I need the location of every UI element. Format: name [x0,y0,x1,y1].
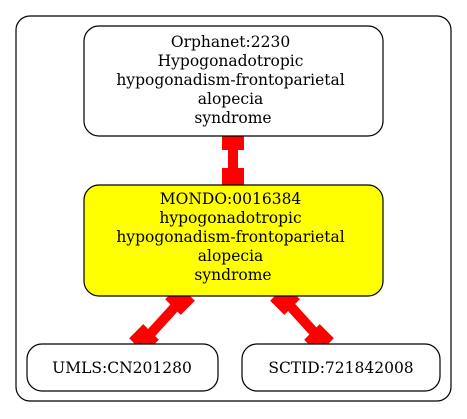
svg-text:UMLS:CN201280: UMLS:CN201280 [52,359,192,377]
node-orphanet[interactable]: Orphanet:2230 Hypogonadotropic hypogonad… [83,25,384,137]
node-mondo-label-line-3: alopecia [198,247,264,265]
node-mondo[interactable]: MONDO:0016384 hypogonadotropic hypogonad… [83,184,384,297]
node-orphanet-label-line-2: hypogonadism-frontoparietal [116,71,344,89]
node-sctid-box [241,343,441,392]
node-mondo-id: MONDO:0016384 [160,190,302,208]
node-umls-id: UMLS:CN201280 [52,359,192,377]
node-mondo-label-line-2: hypogonadism-frontoparietal [116,228,344,246]
svg-text:SCTID:721842008: SCTID:721842008 [268,359,413,377]
node-orphanet-label-line-1: Hypogonadotropic [158,52,304,70]
node-umls[interactable]: UMLS:CN201280 [26,343,219,392]
node-mondo-box [83,184,384,297]
node-sctid[interactable]: SCTID:721842008 [241,343,441,392]
node-sctid-id: SCTID:721842008 [268,359,413,377]
node-orphanet-id: Orphanet:2230 [171,33,290,51]
svg-text:Orphanet:2230 Hypogonado: Orphanet:2230 Hypogonadotropic hypogonad… [116,33,349,127]
node-orphanet-box [83,25,384,137]
node-orphanet-label-line-3: alopecia [198,90,264,108]
node-orphanet-label-line-4: syndrome [194,109,271,127]
node-mondo-label-line-4: syndrome [194,266,271,284]
edge-end-marker-bottom [222,168,244,188]
node-umls-box [26,343,219,392]
node-mondo-label-line-1: hypogonadotropic [159,209,301,227]
svg-text:MONDO:0016384 hypogonado: MONDO:0016384 hypogonadotropic hypogonad… [116,190,349,284]
